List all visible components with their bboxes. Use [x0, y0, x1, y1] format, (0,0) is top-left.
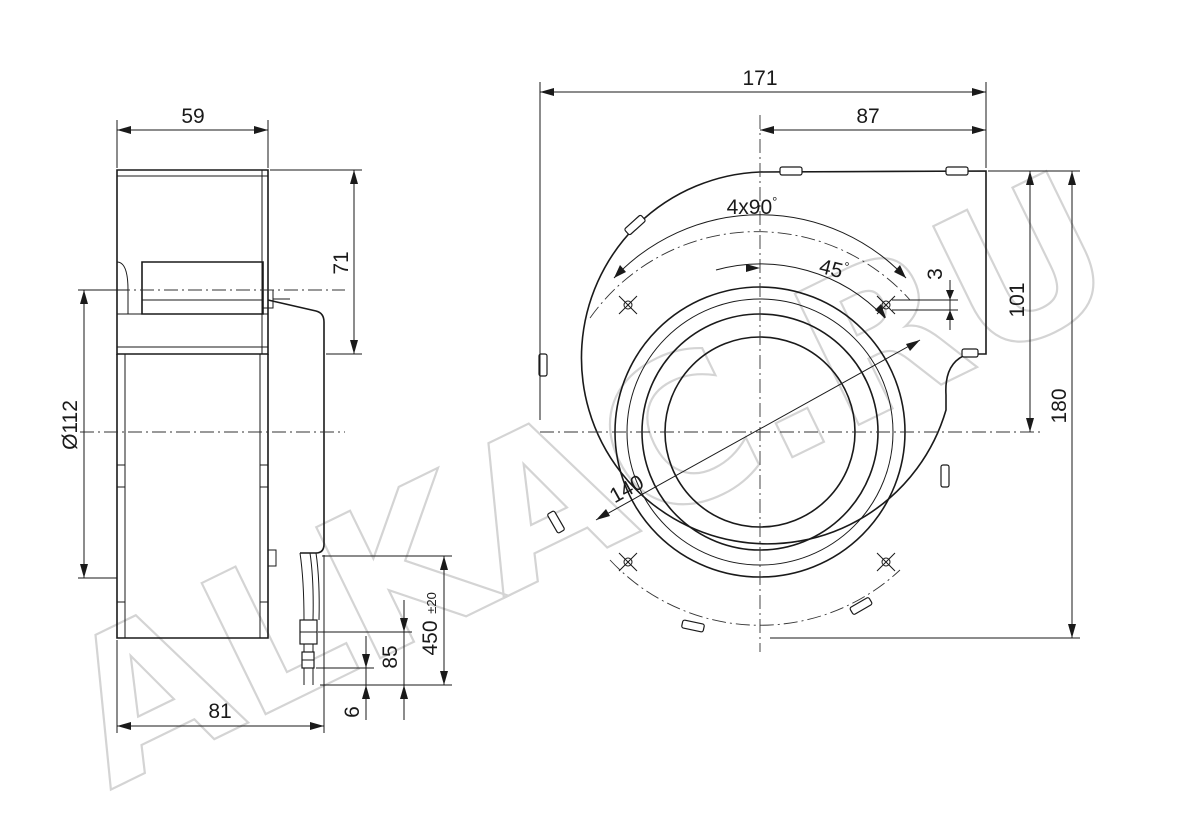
dim-101-label: 101 — [1006, 282, 1029, 317]
dim-diameter-112-label: Ø112 — [59, 400, 82, 450]
side-scroll-body — [116, 354, 269, 639]
front-housing-clips — [538, 166, 979, 633]
side-view: 59 71 Ø112 81 — [59, 105, 452, 733]
dim-3-label: 3 — [924, 268, 947, 280]
dim-71: 71 — [270, 169, 362, 355]
side-cable — [299, 552, 320, 685]
dim-angle-45-label: 45° — [817, 253, 851, 284]
dim-angle-45: 45° — [715, 253, 886, 319]
dim-180-label: 180 — [1048, 388, 1071, 423]
dim-81-label: 81 — [208, 700, 231, 723]
dim-87: 87 — [760, 105, 986, 134]
dim-87-label: 87 — [856, 105, 879, 128]
dim-450-label: 450 — [419, 620, 442, 655]
dim-angle-4x90-label: 4x90° — [727, 194, 778, 219]
watermark-text: ALKAC.RU — [29, 128, 1148, 820]
dim-59: 59 — [116, 105, 269, 168]
dim-450-tolerance: ±20 — [424, 592, 439, 614]
bolt-circle — [589, 231, 911, 319]
dim-101: 101 — [988, 170, 1040, 432]
dim-85: 85 — [318, 600, 412, 720]
dim-3: 3 — [892, 268, 958, 330]
dim-angle-4x90: 4x90° — [613, 194, 907, 279]
dim-59-label: 59 — [181, 105, 204, 128]
side-motor-cover — [267, 299, 325, 554]
watermark: ALKAC.RU — [28, 127, 1149, 820]
dim-6: 6 — [316, 636, 374, 720]
dim-171-label: 171 — [742, 67, 777, 90]
dim-71-label: 71 — [330, 251, 353, 274]
front-view: 4x90° 45° 3 140 — [538, 67, 1080, 652]
dim-85-label: 85 — [379, 645, 402, 668]
dim-81: 81 — [116, 555, 325, 733]
dim-450: 450 ±20 — [320, 555, 452, 686]
dim-6-label: 6 — [341, 706, 364, 718]
side-motor-hub — [141, 261, 264, 315]
dim-diameter-112: Ø112 — [59, 289, 128, 579]
dim-171: 171 — [539, 67, 987, 420]
dim-180: 180 — [770, 170, 1080, 639]
